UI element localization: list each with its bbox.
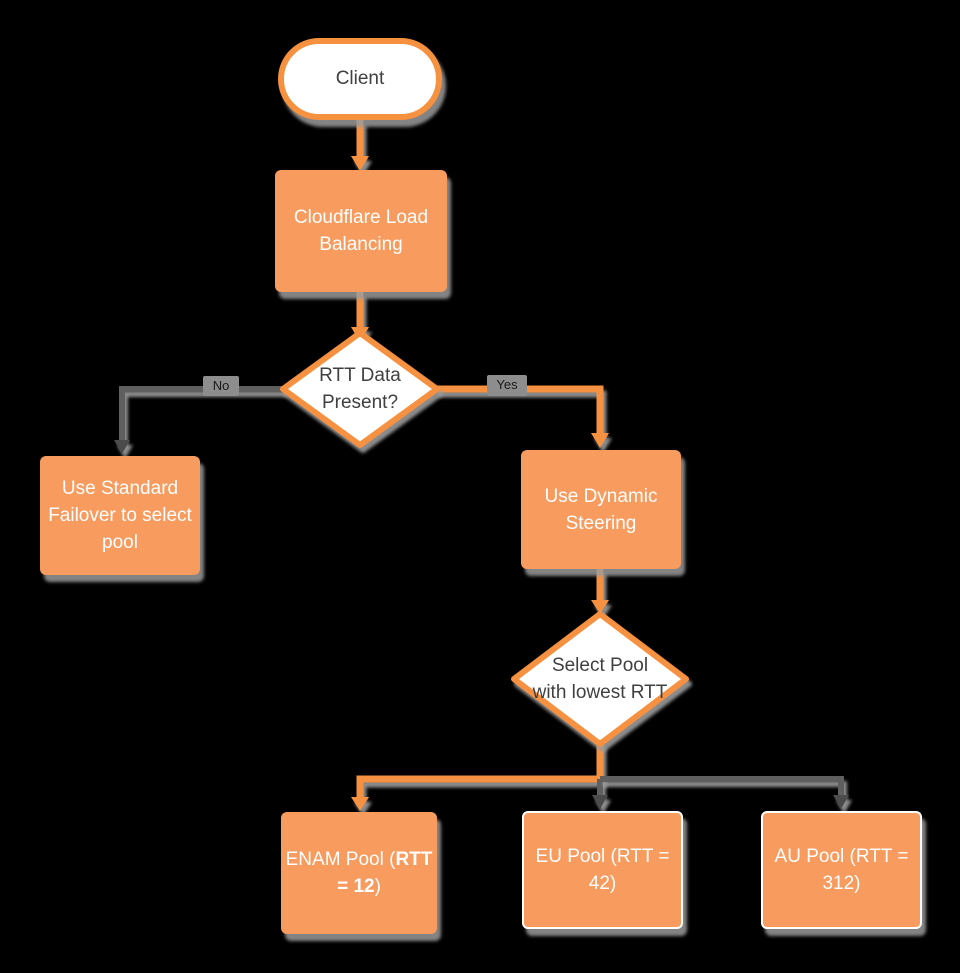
node-label-line: AU Pool [774, 846, 845, 867]
node-label-line: Present? [321, 392, 399, 413]
node-label-line: (RTT = 12) [337, 849, 432, 897]
node-label-line: (RTT = 312) [822, 846, 909, 894]
node-rtt-data-present-label: RTT Data Present? [285, 356, 435, 422]
paren-open: ( [389, 849, 396, 870]
rtt-value-bold: RTT = 12 [337, 849, 433, 897]
arrowhead-down-icon [114, 440, 130, 454]
node-label-line: with lowest RTT [532, 682, 668, 703]
paren-close: ) [374, 876, 381, 897]
edge-select-pool-to-enam [351, 742, 604, 811]
edge-client-to-loadbalancing [351, 120, 369, 171]
node-label-line: to select pool [102, 505, 192, 553]
decision-select-pool-lowest-rtt [511, 611, 689, 747]
arrowhead-down-icon [592, 795, 608, 809]
edge-dynamic-steering-to-select-pool [591, 569, 609, 614]
node-label-line: (RTT = 42) [588, 846, 670, 894]
node-client: Client [278, 38, 442, 120]
decision-rtt-data-present [280, 330, 440, 448]
node-label-line: Standard Failover [48, 478, 179, 526]
node-label-line: Dynamic Steering [565, 485, 658, 534]
edge-select-pool-to-eu [592, 779, 608, 809]
node-client-label: Client [335, 68, 385, 89]
arrowhead-down-icon [351, 156, 369, 171]
arrowhead-down-icon [351, 797, 369, 811]
node-au-pool: AU Pool (RTT = 312) [761, 811, 922, 929]
edge-label-no: No [203, 376, 239, 396]
arrowhead-down-icon [591, 600, 609, 614]
arrowhead-down-icon [833, 795, 849, 809]
node-eu-pool: EU Pool (RTT = 42) [522, 811, 683, 929]
node-label-line: Select Pool [551, 655, 649, 676]
edge-no-to-standard-failover [114, 386, 285, 454]
node-select-pool-lowest-rtt-label: Select Pool with lowest RTT [508, 646, 692, 712]
node-label-line: RTT Data [319, 365, 401, 386]
node-label-line: EU Pool [535, 846, 606, 867]
edge-select-pool-to-au [600, 776, 849, 809]
arrowhead-down-icon [591, 433, 609, 448]
node-use-standard-failover: Use Standard Failover to select pool [40, 456, 200, 575]
node-label-line: Load Balancing [319, 207, 429, 255]
node-label-line: Cloudflare [293, 207, 381, 228]
node-cloudflare-load-balancing: Cloudflare Load Balancing [275, 170, 447, 292]
node-enam-pool: ENAM Pool (RTT = 12) [281, 812, 437, 934]
edge-label-yes: Yes [487, 375, 527, 396]
node-label-line: Use [61, 478, 96, 499]
node-label-line: ENAM Pool [285, 849, 384, 870]
node-label-line: Use [544, 485, 579, 507]
node-use-dynamic-steering: Use Dynamic Steering [521, 450, 681, 569]
edge-yes-to-dynamic-steering [435, 385, 609, 448]
